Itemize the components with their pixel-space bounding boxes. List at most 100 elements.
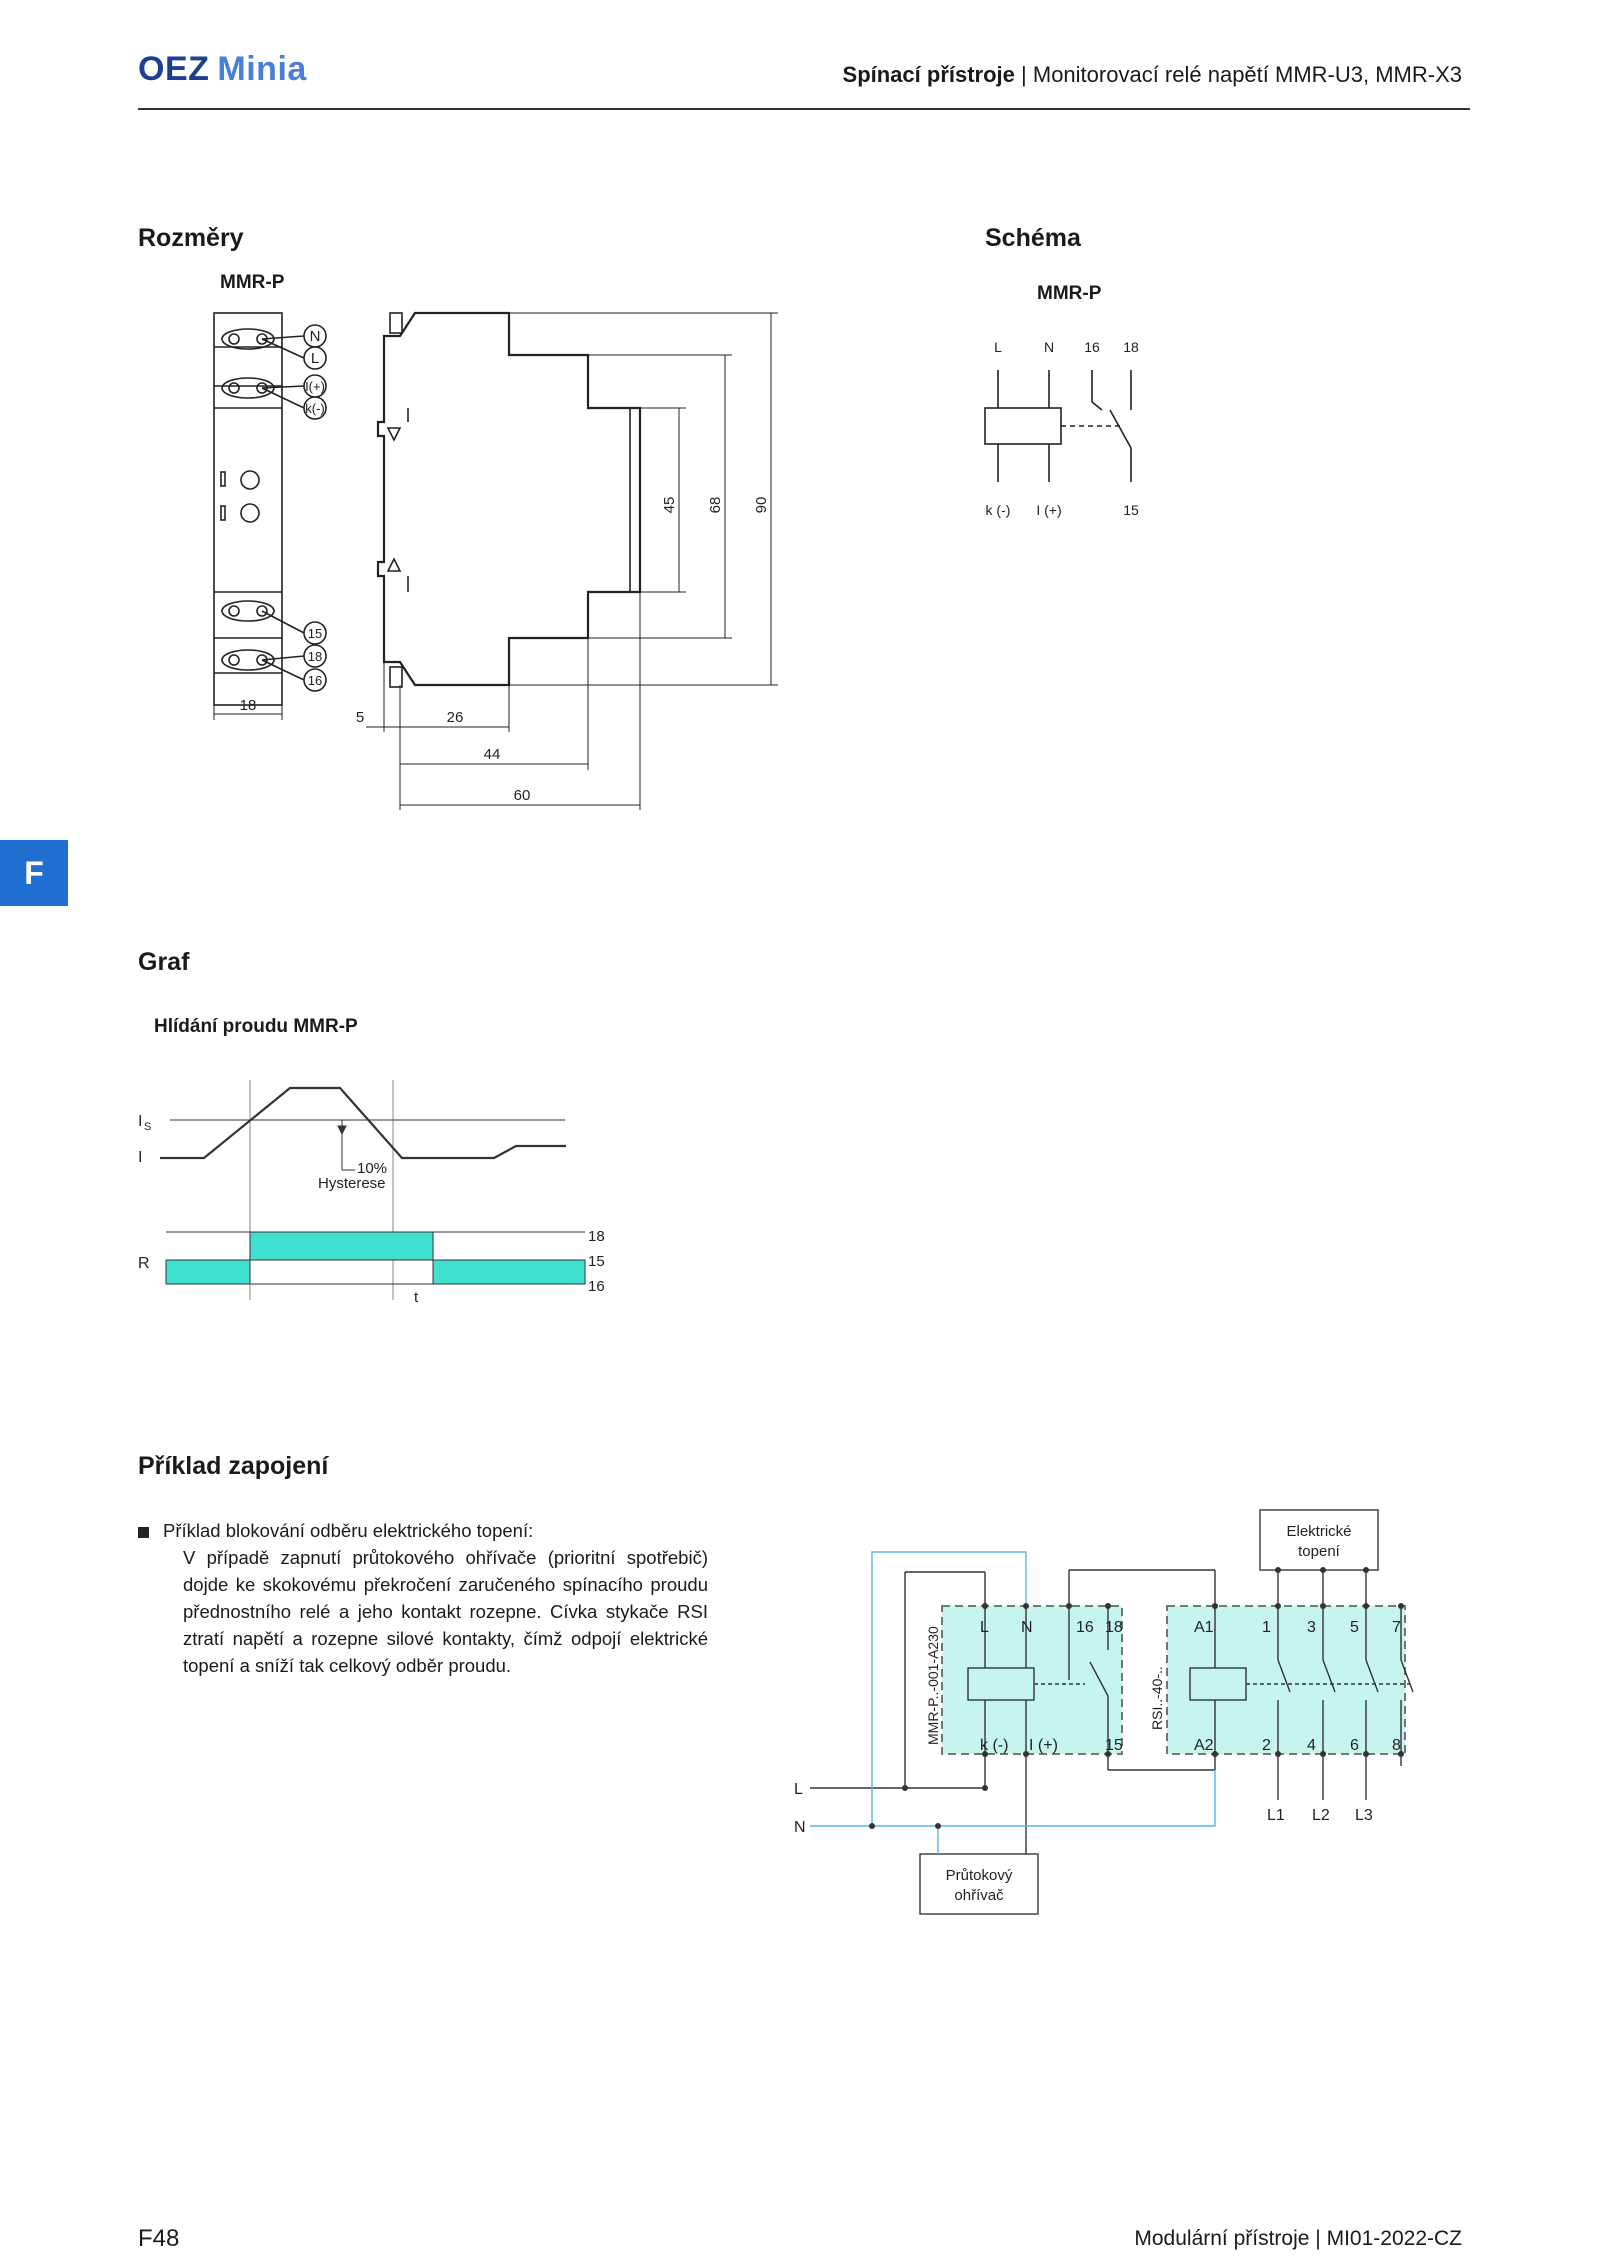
header-section-product: Monitorovací relé napětí MMR-U3, MMR-X3 xyxy=(1032,62,1462,87)
label-r: R xyxy=(138,1255,150,1272)
terminal-label: 16 xyxy=(308,673,322,688)
contact-15-16-band-right xyxy=(432,1259,586,1285)
line-label-n: N xyxy=(794,1819,806,1836)
logo-product: Minia xyxy=(217,50,307,88)
wiring-heading: Příklad zapojení xyxy=(138,1452,329,1480)
schema-label: L xyxy=(994,339,1002,355)
dim-45: 45 xyxy=(661,497,678,514)
schema-label: k (-) xyxy=(986,502,1011,518)
relay-terminal: 16 xyxy=(1076,1619,1094,1636)
logo-brand: OEZ xyxy=(138,50,210,88)
contactor-terminal: 2 xyxy=(1262,1737,1271,1754)
adjust-knob-icon xyxy=(240,503,260,523)
dimensions-model: MMR-P xyxy=(220,272,285,293)
contact-15-16-band-left xyxy=(165,1259,251,1285)
graph-heading: Graf xyxy=(138,948,190,976)
contactor-terminal: 7 xyxy=(1392,1619,1401,1636)
dim-68: 68 xyxy=(707,497,724,514)
contactor-terminal: 5 xyxy=(1350,1619,1359,1636)
terminal-label: 18 xyxy=(308,649,322,664)
wiring-diagram: Elektrické topení Průtokový ohřívač xyxy=(794,1509,1414,1915)
callout-labels: N L I(+) k(-) 15 18 16 xyxy=(305,328,325,688)
heating-box-line: topení xyxy=(1298,1543,1341,1560)
heater-box-line: ohřívač xyxy=(954,1887,1004,1904)
page-number: F48 xyxy=(138,2225,180,2252)
hysteresis-percent: 10% xyxy=(357,1160,387,1177)
heating-box-line: Elektrické xyxy=(1286,1523,1351,1540)
contact-label: 15 xyxy=(588,1253,605,1270)
terminal-label: L xyxy=(311,350,319,367)
contactor-terminal: 8 xyxy=(1392,1737,1401,1754)
bullet-icon xyxy=(138,1526,149,1538)
dim-26: 26 xyxy=(447,709,464,726)
screw-terminals xyxy=(221,328,275,671)
dim-60: 60 xyxy=(514,787,531,804)
dim-44: 44 xyxy=(484,746,501,763)
phase-label: L3 xyxy=(1355,1807,1373,1824)
contactor-type-label: RSI..-40-.. xyxy=(1149,1666,1165,1730)
contactor-terminal: 6 xyxy=(1350,1737,1359,1754)
adjust-knob-icon xyxy=(240,470,260,490)
header-rule xyxy=(138,108,1470,110)
graph-subheading: Hlídání proudu MMR-P xyxy=(154,1016,358,1037)
relay-terminal: k (-) xyxy=(980,1737,1008,1754)
bullet-body: V případě zapnutí průtokového ohřívače (… xyxy=(183,1547,708,1676)
dim-90: 90 xyxy=(753,497,770,514)
contactor-terminal: A2 xyxy=(1194,1737,1214,1754)
bullet-title: Příklad blokování odběru elektrického to… xyxy=(163,1520,534,1541)
terminal-label: k(-) xyxy=(305,401,325,416)
relay-terminal: 15 xyxy=(1105,1737,1123,1754)
current-monitoring-graph: I S I R 10% Hysterese t 18 15 16 xyxy=(138,1080,605,1306)
phase-label: L1 xyxy=(1267,1807,1285,1824)
schema-heading: Schéma xyxy=(985,224,1081,252)
electric-heating-box xyxy=(1259,1509,1379,1571)
schema-label: 18 xyxy=(1123,339,1139,355)
relay-type-label: MMR-P..-001-A230 xyxy=(925,1626,941,1745)
relay-terminal: 18 xyxy=(1105,1619,1123,1636)
terminal-label: I(+) xyxy=(305,379,325,394)
footer-catalog-name: Modulární přístroje xyxy=(1134,2227,1310,2250)
label-i: I xyxy=(138,1149,142,1166)
schema-label: 15 xyxy=(1123,502,1139,518)
dimensions-drawing: N L I(+) k(-) 15 18 16 18 5 26 44 60 45 … xyxy=(213,311,778,810)
footer-catalog-code: MI01-2022-CZ xyxy=(1326,2227,1462,2250)
relay-terminal: L xyxy=(980,1619,989,1636)
hysteresis-label: Hysterese xyxy=(318,1175,386,1192)
section-tab[interactable]: F xyxy=(0,840,68,906)
schema-label: N xyxy=(1044,339,1054,355)
contactor-terminal: 3 xyxy=(1307,1619,1316,1636)
schema-label: 16 xyxy=(1084,339,1100,355)
flow-heater-box xyxy=(919,1853,1039,1915)
led-indicator xyxy=(220,471,226,487)
heater-box-line: Průtokový xyxy=(946,1867,1013,1884)
contact-label: 18 xyxy=(588,1228,605,1245)
side-view-profile xyxy=(376,311,642,687)
header-section-title: Spínací přístroje | Monitorovací relé na… xyxy=(843,62,1462,88)
footer-separator: | xyxy=(1315,2227,1321,2250)
dimension-values: 18 5 26 44 60 45 68 90 xyxy=(240,497,770,804)
contact-label: 16 xyxy=(588,1278,605,1295)
neutral-wire xyxy=(810,1551,1216,1854)
contact-switch xyxy=(1109,409,1132,449)
line-label-l: L xyxy=(794,1781,803,1798)
relay-coil xyxy=(984,407,1062,445)
dimensions-heading: Rozměry xyxy=(138,224,244,252)
schema-drawing: L N 16 18 k (-) I (+) 15 xyxy=(984,339,1139,518)
current-curve xyxy=(160,1086,566,1160)
time-label: t xyxy=(414,1289,419,1306)
schema-model: MMR-P xyxy=(1037,283,1102,304)
relay-terminal: N xyxy=(1021,1619,1033,1636)
relay-terminal: I (+) xyxy=(1029,1737,1058,1754)
contact-15-18-band xyxy=(249,1231,434,1261)
header-separator: | xyxy=(1021,62,1027,87)
contactor-terminal: A1 xyxy=(1194,1619,1214,1636)
label-is: I xyxy=(138,1113,142,1130)
dim-5: 5 xyxy=(356,709,364,726)
footer-catalog: Modulární přístroje | MI01-2022-CZ xyxy=(1134,2227,1462,2251)
contactor-terminal: 1 xyxy=(1262,1619,1271,1636)
wiring-description: Příklad blokování odběru elektrického to… xyxy=(138,1517,708,1679)
contactor-terminal: 4 xyxy=(1307,1737,1316,1754)
front-view-outline xyxy=(213,312,283,706)
label-is-sub: S xyxy=(144,1121,151,1133)
